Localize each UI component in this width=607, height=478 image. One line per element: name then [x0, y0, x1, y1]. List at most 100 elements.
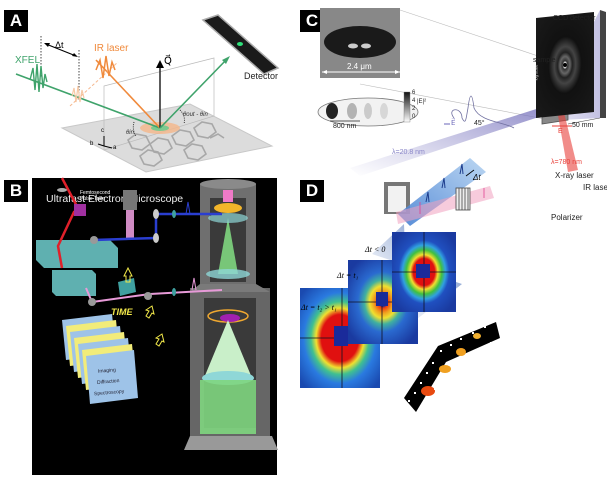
mode-card-stack	[62, 314, 138, 404]
delay-label: Δt	[473, 173, 481, 182]
laser-block-top	[36, 240, 118, 268]
diffraction-frame-1	[392, 232, 456, 312]
axis-a-line	[103, 145, 113, 149]
polarizer-label: Polarizer	[551, 213, 583, 222]
scattered-beam	[159, 57, 229, 129]
detector-spot	[237, 42, 243, 46]
sample-stage	[220, 314, 240, 322]
xray-beam	[350, 104, 554, 176]
panel-b-label: B	[4, 180, 28, 202]
electron-gun	[223, 190, 233, 202]
column-base	[184, 436, 278, 450]
detector-screen	[200, 380, 256, 434]
gun-ring	[214, 203, 242, 213]
film-frames	[421, 333, 481, 396]
axis-c-label: c	[101, 128, 104, 134]
lens-disc-top	[208, 213, 248, 223]
pulse-train-crystal	[74, 204, 86, 216]
polarizer	[455, 187, 471, 211]
e-polarization-label: E	[558, 128, 563, 135]
panel-d-diagram	[300, 158, 500, 412]
sem-aperture	[324, 26, 396, 58]
ccd-center-spot	[563, 63, 567, 67]
film-perforations	[408, 326, 492, 410]
xfel-pulse-ghost	[71, 85, 85, 103]
log-scale-label: log scale	[533, 64, 539, 81]
axis-b-line	[97, 143, 105, 147]
colorbar-tick-2: 2	[412, 106, 416, 112]
electron-beam-cone-lower	[204, 320, 252, 378]
axis-a-label: a	[113, 145, 117, 151]
lens-disc-upper	[206, 269, 250, 279]
probe-beam-blue	[93, 212, 222, 242]
frame-label-t2: Δt = t₂ > t₁	[301, 303, 337, 312]
laser-block-bottom	[52, 270, 96, 296]
ccd-detector	[600, 10, 606, 118]
panel-b: B Ultrafast Electron Microscope	[0, 177, 296, 478]
ccd-detector-label: CCD detector	[553, 15, 596, 22]
ir-wavelength-label: λ=780 nm	[551, 159, 582, 166]
microscope-title: Ultrafast Electron Microscope	[46, 193, 184, 205]
panel-a-label: A	[4, 10, 28, 32]
colorbar-tick-0: 0	[412, 114, 416, 120]
frame-label-before: Δt < 0	[365, 245, 386, 254]
film-strip	[404, 322, 500, 412]
camera-body	[123, 190, 137, 210]
time-arrow-1	[123, 266, 133, 283]
xray-laser-label: X-ray laser	[555, 171, 594, 180]
xray-pulses	[425, 163, 464, 203]
sem-scale-label: 2.4 μm	[347, 62, 372, 71]
delay-stage	[118, 278, 136, 296]
ir-laser-label: IR laser	[583, 183, 607, 192]
delay-label: Δt	[55, 40, 64, 50]
time-arrow-2	[144, 305, 155, 319]
panel-a-diagram	[15, 14, 280, 173]
theta-in-label: θin	[126, 130, 134, 136]
time-arrow-3	[154, 333, 165, 347]
q-vector-label: Q⃗	[164, 56, 172, 67]
lattice-structure	[126, 121, 225, 167]
frame-label-t1: Δt = t₁	[337, 271, 359, 280]
panel-c: C	[300, 0, 607, 176]
xfel-pulse	[29, 63, 48, 93]
angle-label: 45°	[474, 120, 485, 127]
panel-b-diagram	[36, 177, 278, 450]
electron-beam-cone-upper	[218, 218, 238, 274]
delay-arrow	[45, 43, 77, 57]
ir-beam	[95, 59, 161, 129]
panel-c-label: C	[300, 10, 324, 32]
theta-out-label: θout - θin	[183, 112, 208, 118]
panel-a: A	[0, 0, 296, 176]
camera-beam	[126, 210, 134, 238]
axis-b-label: b	[90, 141, 94, 147]
xray-wavelength-label: λ=20.8 nm	[392, 149, 425, 156]
sample-plane	[60, 103, 274, 173]
efield-label: E⃗	[451, 120, 456, 127]
distance-label: 50 mm	[572, 122, 594, 129]
probe-beam-pink	[85, 287, 223, 304]
mode-scale-label: 800 nm	[333, 123, 357, 130]
time-label: TIME	[111, 307, 133, 317]
colorbar-label: |E|²	[417, 99, 427, 105]
ir-beam-dashed	[69, 61, 119, 107]
ir-beam	[556, 104, 578, 172]
theta-in-arc	[132, 121, 137, 137]
scattering-plane	[103, 57, 215, 151]
sample-label: sample	[533, 57, 556, 64]
distance-line	[567, 117, 601, 125]
colorbar-tick-4: 4	[412, 98, 416, 104]
panel-d-label: D	[300, 180, 324, 202]
ir-laser-label: IR laser	[94, 43, 129, 54]
colorbar	[403, 91, 411, 123]
ir-pulse	[95, 55, 116, 79]
pulse-train-label-line2: Pulse Train	[80, 196, 106, 202]
theta-out-arc	[179, 109, 185, 125]
mode-card-front	[86, 350, 138, 404]
pulse-train-label-line1: Femtosecond	[80, 190, 111, 196]
detector-label: Detector	[244, 71, 279, 81]
xfel-label: XFEL	[15, 55, 41, 66]
colorbar-tick-6: 6	[412, 90, 416, 96]
panel-d: D	[300, 158, 607, 478]
efield-pulse	[451, 95, 515, 129]
delay-arrow	[465, 169, 475, 177]
